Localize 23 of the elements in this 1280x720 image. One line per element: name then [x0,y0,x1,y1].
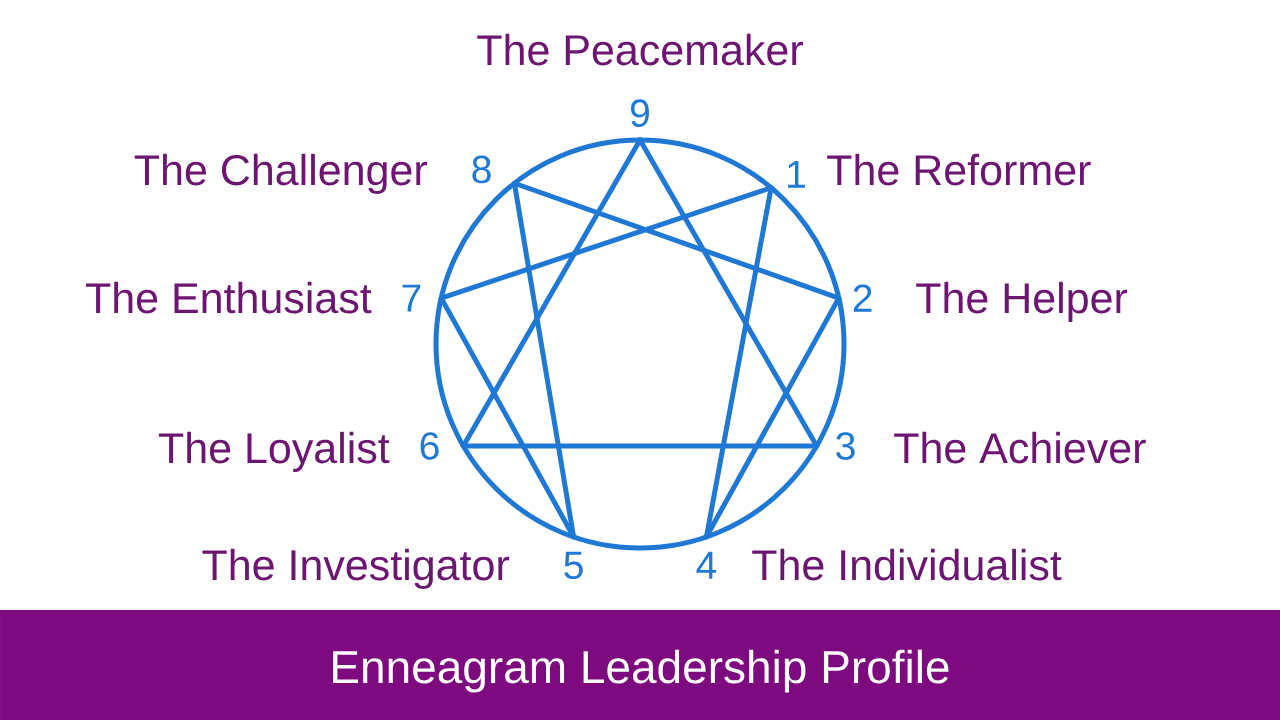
type-label: The Enthusiast [85,281,372,314]
type-label: The Reformer [827,153,1091,186]
point-number: 7 [402,284,421,312]
connecting-line [511,180,577,540]
title-banner: Enneagram Leadership Profile [0,610,1280,720]
point-number: 1 [788,160,805,188]
point-number: 8 [472,155,491,184]
type-label: The Loyalist [158,431,390,472]
point-number: 6 [420,432,439,460]
point-number: 2 [853,284,872,312]
type-label: The Achiever [894,431,1146,464]
type-label: The Peacemaker [477,33,803,66]
type-label: The Investigator [202,548,510,589]
connecting-line [637,137,820,449]
point-number: 3 [836,432,855,460]
type-label: The Challenger [134,153,427,194]
connecting-line [438,185,774,301]
point-number: 9 [631,99,649,127]
connecting-line [460,137,643,449]
point-number: 5 [564,551,583,580]
type-label: The Individualist [752,548,1062,581]
point-number: 4 [696,551,717,579]
type-label: The Helper [916,281,1128,322]
